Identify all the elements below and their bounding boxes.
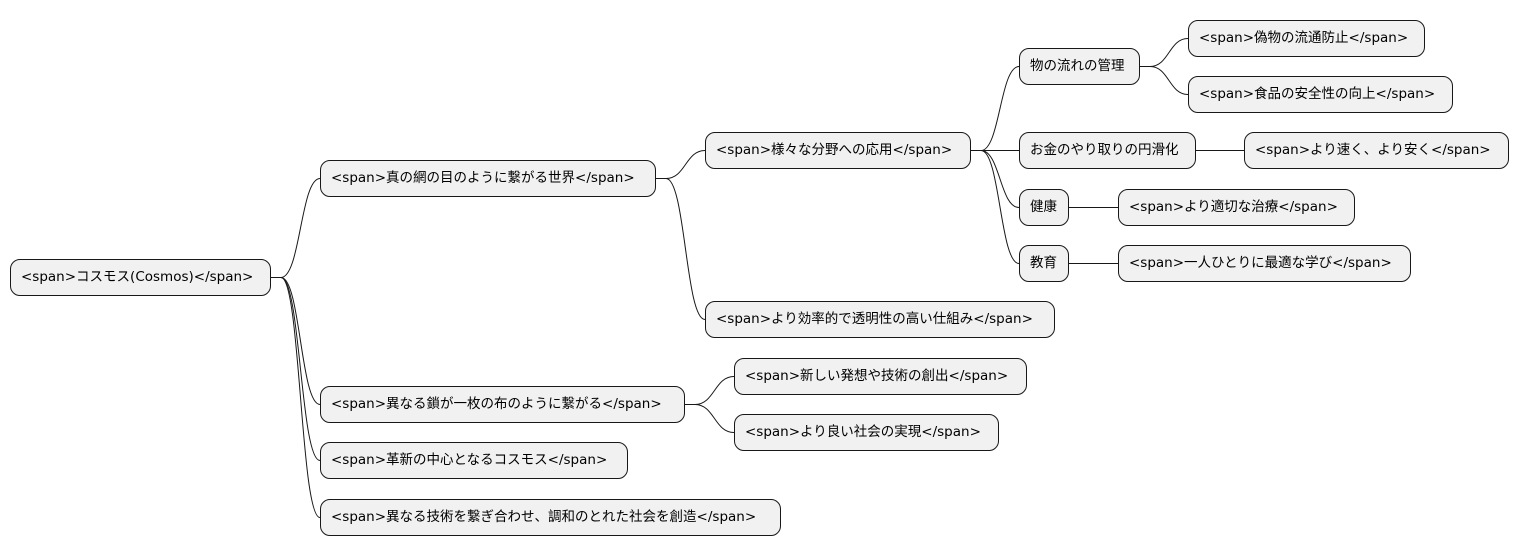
connector-node-applications-to-node-logistics-management bbox=[971, 66, 1020, 151]
connector-node-root-cosmos-to-node-innovation-center bbox=[271, 277, 321, 461]
node-harmonious-society: <span>異なる技術を繋ぎ合わせ、調和のとれた社会を創造</span> bbox=[320, 499, 781, 536]
node-connected-world: <span>真の網の目のように繋がる世界</span> bbox=[320, 160, 656, 197]
connector-node-logistics-management-to-node-food-safety bbox=[1140, 66, 1189, 95]
node-logistics-management: 物の流れの管理 bbox=[1019, 48, 1140, 85]
node-efficient-transparent: <span>より効率的で透明性の高い仕組み</span> bbox=[705, 301, 1055, 338]
connector-node-chains-as-fabric-to-node-better-society bbox=[685, 404, 735, 433]
node-better-society: <span>より良い社会の実現</span> bbox=[734, 414, 999, 451]
connector-node-connected-world-to-node-efficient-transparent bbox=[656, 178, 706, 320]
node-counterfeit-prevention: <span>偽物の流通防止</span> bbox=[1188, 20, 1425, 57]
connector-node-root-cosmos-to-node-harmonious-society bbox=[271, 277, 321, 518]
connector-node-chains-as-fabric-to-node-new-ideas bbox=[685, 376, 735, 405]
node-new-ideas: <span>新しい発想や技術の創出</span> bbox=[734, 358, 1027, 395]
connector-node-connected-world-to-node-applications bbox=[656, 150, 706, 179]
connector-node-applications-to-node-education bbox=[971, 150, 1020, 264]
node-applications: <span>様々な分野への応用</span> bbox=[705, 132, 971, 169]
node-personalized-learning: <span>一人ひとりに最適な学び</span> bbox=[1118, 245, 1411, 282]
node-payments: お金のやり取りの円滑化 bbox=[1019, 132, 1196, 169]
connector-node-root-cosmos-to-node-connected-world bbox=[271, 178, 321, 278]
node-innovation-center: <span>革新の中心となるコスモス</span> bbox=[320, 442, 628, 479]
node-education: 教育 bbox=[1019, 245, 1069, 282]
node-root-cosmos: <span>コスモス(Cosmos)</span> bbox=[10, 259, 271, 296]
connector-node-logistics-management-to-node-counterfeit-prevention bbox=[1140, 38, 1189, 67]
node-better-treatment: <span>より適切な治療</span> bbox=[1118, 189, 1355, 226]
node-food-safety: <span>食品の安全性の向上</span> bbox=[1188, 76, 1453, 113]
node-faster-cheaper: <span>より速く、より安く</span> bbox=[1244, 132, 1509, 169]
node-health: 健康 bbox=[1019, 189, 1069, 226]
node-chains-as-fabric: <span>異なる鎖が一枚の布のように繋がる</span> bbox=[320, 386, 685, 423]
